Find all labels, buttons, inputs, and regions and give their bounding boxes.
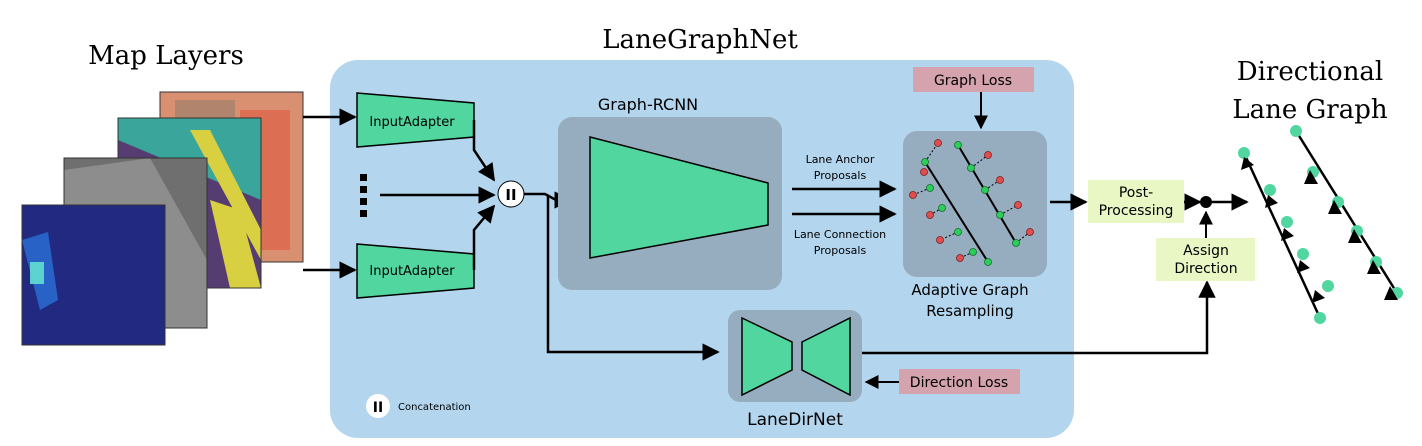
output-title-line2: Lane Graph (1232, 95, 1388, 125)
post-processing-label-1: Post- (1119, 185, 1153, 201)
legend-concat-symbol: II (373, 400, 383, 416)
input-adapter-bottom-label: InputAdapter (369, 264, 455, 279)
directional-lane-graph (1238, 125, 1403, 324)
lanegraphnet-title: LaneGraphNet (602, 25, 798, 55)
connection-proposals-label-2: Proposals (814, 244, 867, 257)
lanedirnet-label: LaneDirNet (747, 410, 843, 430)
legend-concat-label: Concatenation (398, 402, 471, 413)
graph-loss-label: Graph Loss (934, 73, 1012, 89)
input-adapter-bottom: InputAdapter (356, 243, 475, 299)
direction-loss-label: Direction Loss (910, 375, 1008, 391)
map-layer-1 (21, 204, 166, 346)
concatenation-legend: II Concatenation (366, 394, 471, 418)
input-adapter-top: InputAdapter (356, 92, 475, 148)
concat-symbol: II (505, 186, 516, 204)
resampling-label-2: Resampling (926, 302, 1013, 320)
direction-loss-box: Direction Loss (899, 369, 1020, 394)
post-processing-label-2: Processing (1099, 203, 1174, 219)
lanedirnet-module (728, 310, 862, 402)
graph-loss-box: Graph Loss (913, 67, 1034, 92)
map-layers-title: Map Layers (88, 41, 244, 71)
map-layers-stack (21, 91, 304, 346)
graph-rcnn-label: Graph-RCNN (598, 95, 698, 114)
adapter-top-to-concat-arrow (472, 120, 496, 182)
lanedirnet-to-assign-direction-arrow (862, 280, 1216, 355)
input-adapter-top-label: InputAdapter (369, 115, 455, 130)
assign-direction-box: Assign Direction (1156, 238, 1255, 281)
output-title-line1: Directional (1237, 57, 1384, 87)
adaptive-graph-resampling-module (903, 131, 1047, 277)
concat-node: II (497, 180, 525, 208)
anchor-proposals-label-2: Proposals (814, 169, 867, 182)
adapter-bottom-to-concat-arrow (472, 204, 496, 270)
post-processing-box: Post- Processing (1088, 180, 1184, 223)
assign-direction-label-1: Assign (1183, 243, 1229, 259)
anchor-proposals-label-1: Lane Anchor (806, 153, 875, 166)
graph-rcnn-module (558, 117, 782, 290)
merge-node (1200, 196, 1212, 208)
concat-to-lanedirnet-arrow (546, 196, 720, 361)
resampling-label-1: Adaptive Graph (911, 281, 1028, 299)
connection-proposals-label-1: Lane Connection (794, 228, 886, 241)
more-adapters-ellipsis (360, 174, 367, 217)
assign-direction-label-2: Direction (1174, 261, 1237, 277)
